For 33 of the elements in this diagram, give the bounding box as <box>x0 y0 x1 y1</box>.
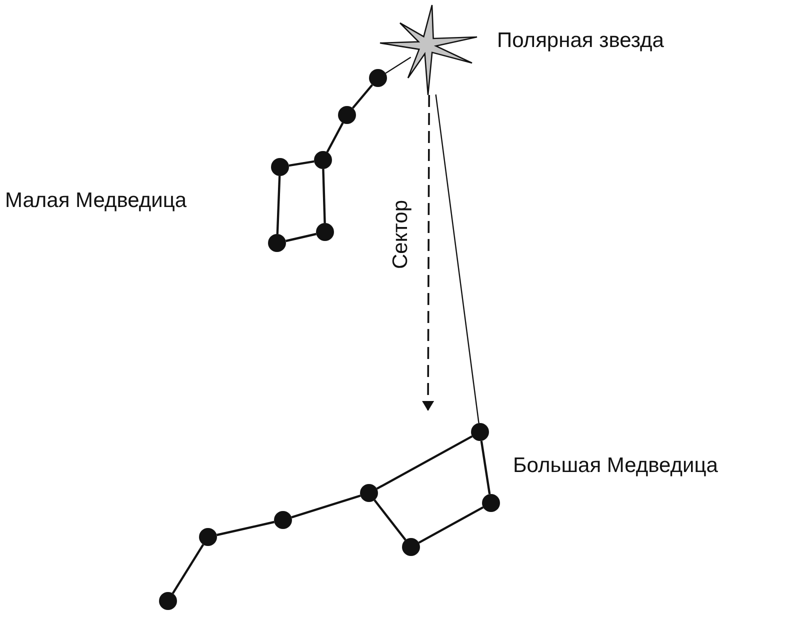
star-dot <box>314 151 332 169</box>
edge-label: Сектор <box>390 200 411 270</box>
connecting-line <box>376 435 473 490</box>
connecting-line <box>291 494 361 518</box>
connecting-line <box>286 232 316 242</box>
constellation-name: Малая Медведица <box>5 190 187 211</box>
connecting-line <box>172 544 204 594</box>
dashed-arrow <box>422 95 434 411</box>
constellation-name: Большая Медведица <box>513 455 718 476</box>
connecting-line <box>374 499 406 541</box>
star-dot <box>471 423 489 441</box>
star-dot <box>268 234 286 252</box>
connecting-line <box>326 122 344 153</box>
star-dot <box>338 106 356 124</box>
connecting-line <box>276 176 281 234</box>
star-dot <box>360 484 378 502</box>
connecting-line <box>418 506 484 544</box>
connecting-line <box>352 84 374 109</box>
star-dot <box>402 538 420 556</box>
connecting-line <box>288 160 314 167</box>
star-dot <box>274 511 292 529</box>
star-dot <box>369 69 387 87</box>
star-dot <box>316 223 334 241</box>
star-dot <box>271 158 289 176</box>
star-dot <box>482 494 500 512</box>
star-icon <box>379 4 479 97</box>
connecting-line <box>480 440 491 494</box>
star-name: Полярная звезда <box>497 30 664 51</box>
connecting-line <box>322 168 326 224</box>
star-dot <box>159 592 177 610</box>
connecting-line <box>216 520 274 536</box>
star-dot <box>199 528 217 546</box>
connecting-line <box>435 94 480 424</box>
